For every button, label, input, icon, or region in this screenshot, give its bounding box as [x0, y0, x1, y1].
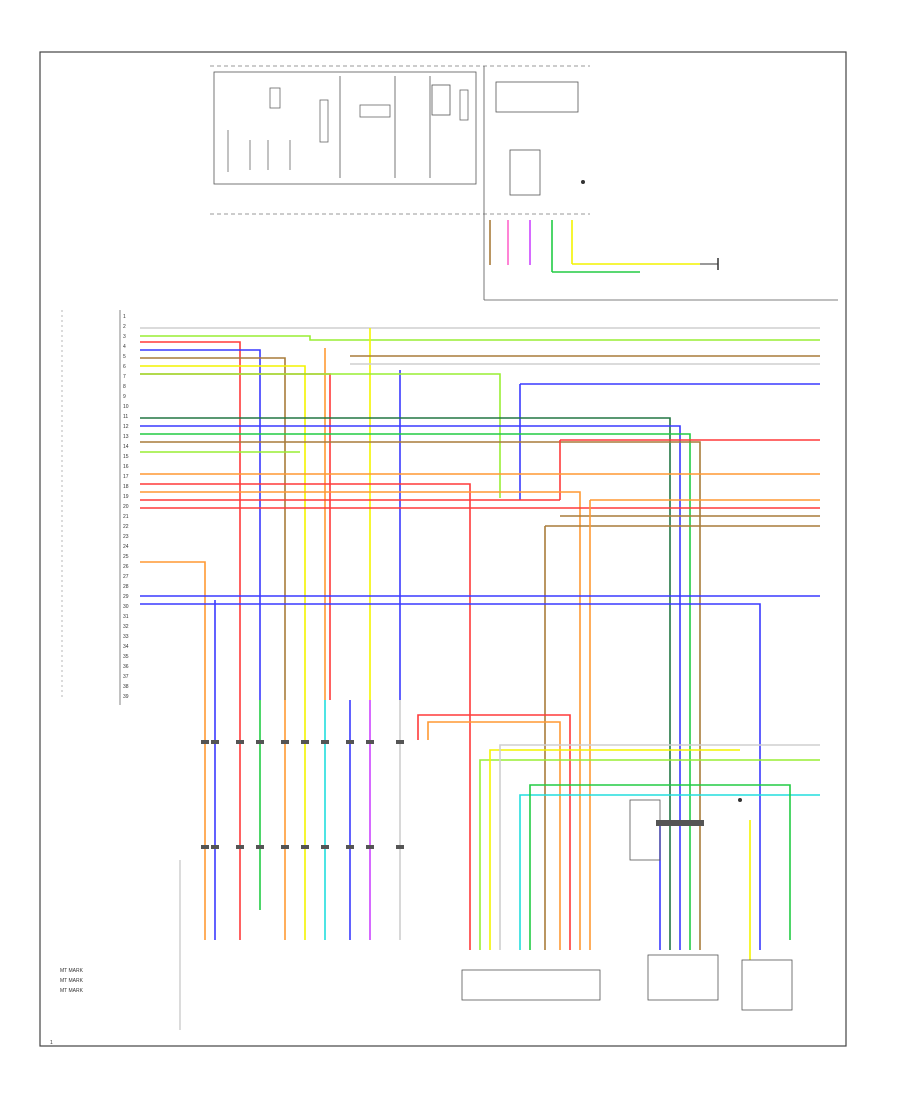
svg-text:36: 36 — [123, 664, 129, 670]
svg-text:23: 23 — [123, 534, 129, 540]
speed-sensor-block — [741, 959, 793, 1011]
fuse-box-block — [213, 71, 477, 185]
legend-item-3: MT MARK — [60, 988, 84, 994]
svg-text:22: 22 — [123, 524, 129, 530]
svg-text:34: 34 — [123, 644, 129, 650]
svg-text:15: 15 — [123, 454, 129, 460]
svg-text:5: 5 — [123, 354, 126, 360]
vertical-wires-lower — [204, 600, 820, 960]
svg-text:16: 16 — [123, 464, 129, 470]
svg-text:19: 19 — [123, 494, 129, 500]
connector-markers — [201, 740, 704, 849]
svg-text:9: 9 — [123, 394, 126, 400]
diagram-frame — [39, 51, 847, 1047]
svg-text:17: 17 — [123, 474, 129, 480]
svg-text:10: 10 — [123, 404, 129, 410]
svg-text:37: 37 — [123, 674, 129, 680]
svg-text:2: 2 — [123, 324, 126, 330]
connector-block-left — [461, 969, 601, 1001]
svg-text:11: 11 — [123, 414, 128, 420]
svg-text:27: 27 — [123, 574, 129, 580]
page-id: 1 — [50, 1040, 53, 1046]
relay-contact-box — [495, 81, 579, 113]
svg-text:26: 26 — [123, 564, 129, 570]
top-right-wire-bundle — [489, 220, 719, 273]
svg-text:1: 1 — [123, 314, 126, 320]
svg-text:29: 29 — [123, 594, 129, 600]
switch-component — [509, 149, 541, 196]
svg-text:20: 20 — [123, 504, 129, 510]
svg-text:21: 21 — [123, 514, 129, 520]
svg-text:30: 30 — [123, 604, 129, 610]
svg-text:39: 39 — [123, 694, 129, 700]
svg-text:33: 33 — [123, 634, 129, 640]
splice-dot — [581, 180, 585, 184]
top-section-components — [227, 87, 469, 172]
svg-text:32: 32 — [123, 624, 129, 630]
svg-text:7: 7 — [123, 374, 126, 380]
svg-text:3: 3 — [123, 334, 126, 340]
svg-text:25: 25 — [123, 554, 129, 560]
svg-text:28: 28 — [123, 584, 129, 590]
relay-component — [431, 84, 451, 116]
legend: MT MARK MT MARK MT MARK — [60, 860, 181, 1030]
sensor-block — [647, 954, 719, 1001]
legend-item-1: MT MARK — [60, 968, 84, 974]
svg-text:35: 35 — [123, 654, 129, 660]
svg-text:13: 13 — [123, 434, 129, 440]
svg-text:4: 4 — [123, 344, 126, 350]
svg-text:24: 24 — [123, 544, 129, 550]
horizontal-wires — [140, 327, 820, 950]
svg-text:18: 18 — [123, 484, 129, 490]
svg-text:8: 8 — [123, 384, 126, 390]
svg-text:31: 31 — [123, 614, 129, 620]
ground-component — [629, 799, 661, 861]
svg-text:12: 12 — [123, 424, 129, 430]
svg-text:38: 38 — [123, 684, 129, 690]
legend-item-2: MT MARK — [60, 978, 84, 984]
svg-text:6: 6 — [123, 364, 126, 370]
svg-text:14: 14 — [123, 444, 129, 450]
